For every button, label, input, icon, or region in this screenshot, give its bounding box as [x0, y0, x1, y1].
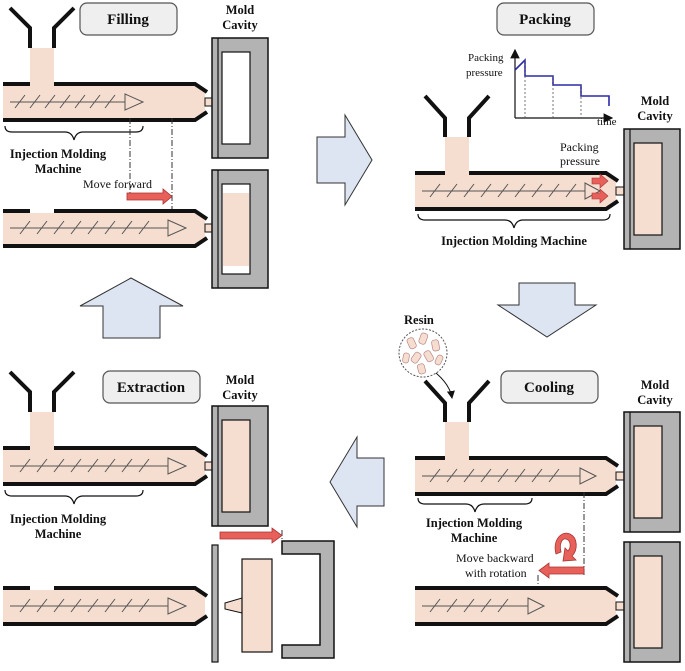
extraction-mold-top — [211, 405, 269, 527]
filling-title-box: Filling — [79, 2, 178, 36]
packing-pressure-label-1: Packing — [560, 140, 599, 154]
resin-feed-arrow — [435, 372, 455, 399]
mold-half-moving — [281, 540, 335, 659]
move-backward-label-1: Move backward — [456, 551, 534, 565]
cooling-machine-label-2: Machine — [451, 531, 498, 545]
packing-arrow-1 — [591, 173, 609, 189]
packing-pressure-label-2: pressure — [560, 154, 600, 168]
resin-label: Resin — [404, 313, 434, 327]
packing-pressure-curve — [514, 58, 610, 106]
packing-title-box: Packing — [496, 2, 595, 36]
extraction-machine-label-1: Injection Molding — [10, 512, 107, 526]
extraction-machine-bottom — [3, 586, 209, 626]
chart-ylabel-1: Packing — [468, 52, 504, 64]
filling-machine-label-2: Machine — [35, 162, 82, 176]
flow-arrow-down — [496, 282, 598, 338]
packing-machine-brace — [417, 213, 611, 229]
ejected-part — [241, 558, 273, 653]
move-backward-arrow — [538, 562, 585, 579]
filling-mold-bottom — [211, 169, 269, 289]
cooling-machine — [415, 379, 625, 496]
packing-mold-label-2: Cavity — [637, 109, 673, 123]
filling-machine-top — [3, 6, 214, 122]
resin-pellets — [398, 328, 448, 378]
move-forward-label: Move forward — [83, 177, 152, 191]
filling-mold-top — [211, 37, 269, 159]
cooling-mold-bottom — [623, 541, 681, 663]
extraction-mold-label-1: Mold — [226, 373, 255, 387]
extraction-title: Extraction — [117, 380, 186, 396]
extraction-machine-top — [3, 370, 214, 486]
packing-mold-label-1: Mold — [641, 94, 670, 108]
flow-arrow-left — [329, 435, 385, 529]
sprue — [224, 597, 243, 614]
packing-mold — [623, 128, 681, 250]
mold-open-arrow — [219, 527, 283, 544]
filling-mold-label-1: Mold — [226, 3, 255, 17]
chart-ylabel-2: pressure — [466, 67, 503, 79]
rotation-arrow — [554, 532, 577, 562]
cooling-title: Cooling — [524, 380, 575, 396]
packing-machine-label: Injection Molding Machine — [441, 234, 587, 248]
chart-xlabel: time — [597, 116, 617, 128]
filling-machine-brace — [4, 125, 144, 141]
packing-title: Packing — [519, 12, 571, 28]
filling-screw-top — [10, 93, 145, 111]
filling-mold-label-2: Cavity — [222, 18, 258, 32]
cooling-mold-label-2: Cavity — [637, 393, 673, 407]
cooling-mold-label-1: Mold — [641, 378, 670, 392]
move-backward-label-2: with rotation — [465, 566, 527, 580]
flow-arrow-right — [316, 113, 373, 207]
flow-arrow-up — [79, 277, 184, 339]
packing-arrow-2 — [591, 188, 609, 204]
extraction-machine-label-2: Machine — [35, 527, 82, 541]
cooling-mold-top — [623, 411, 681, 533]
extraction-title-box: Extraction — [102, 370, 201, 404]
filling-machine-bottom — [3, 209, 214, 248]
cooling-machine-brace — [417, 497, 533, 513]
filling-title: Filling — [107, 12, 149, 28]
cooling-title-box: Cooling — [500, 370, 599, 404]
cooling-machine-label-1: Injection Molding — [426, 516, 523, 530]
cooling-machine-bottom — [415, 586, 625, 626]
packing-pressure-chart: Packing pressure time — [466, 48, 617, 128]
packing-machine — [415, 94, 625, 211]
mold-plate-fixed — [211, 544, 219, 663]
move-forward-arrow — [126, 188, 173, 205]
extraction-machine-brace — [4, 489, 144, 505]
filling-machine-label-1: Injection Molding — [10, 147, 107, 161]
extraction-mold-label-2: Cavity — [222, 388, 258, 402]
